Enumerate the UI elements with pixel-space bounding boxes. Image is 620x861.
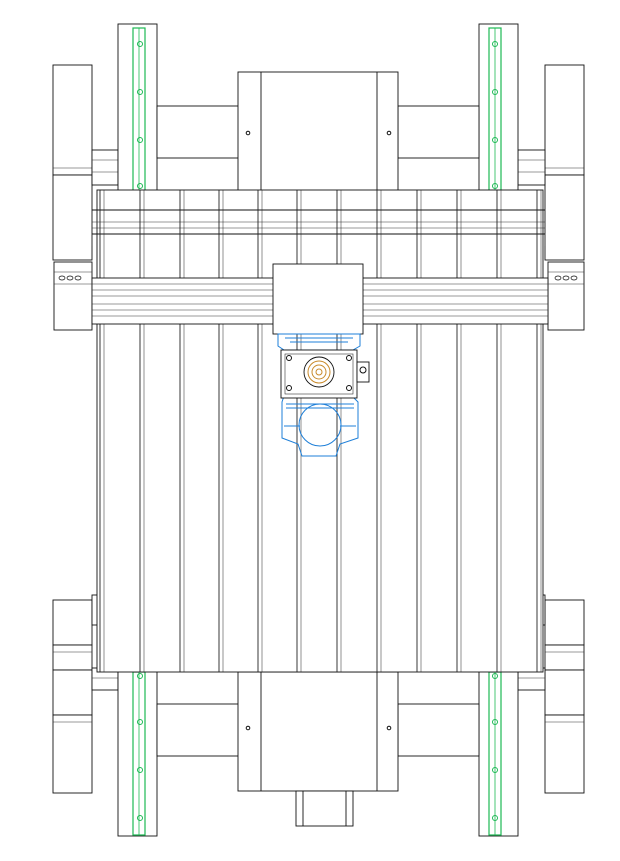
right-outer-support — [544, 64, 585, 794]
table-slots — [99, 190, 542, 672]
base-frame — [91, 189, 546, 673]
bottom-end-plate — [156, 671, 480, 792]
left-outer-support — [52, 64, 93, 794]
top-end-plate — [156, 71, 480, 193]
y-axis-motor — [295, 790, 354, 827]
z-axis-carriage — [272, 263, 364, 335]
spindle-motor — [280, 349, 370, 399]
